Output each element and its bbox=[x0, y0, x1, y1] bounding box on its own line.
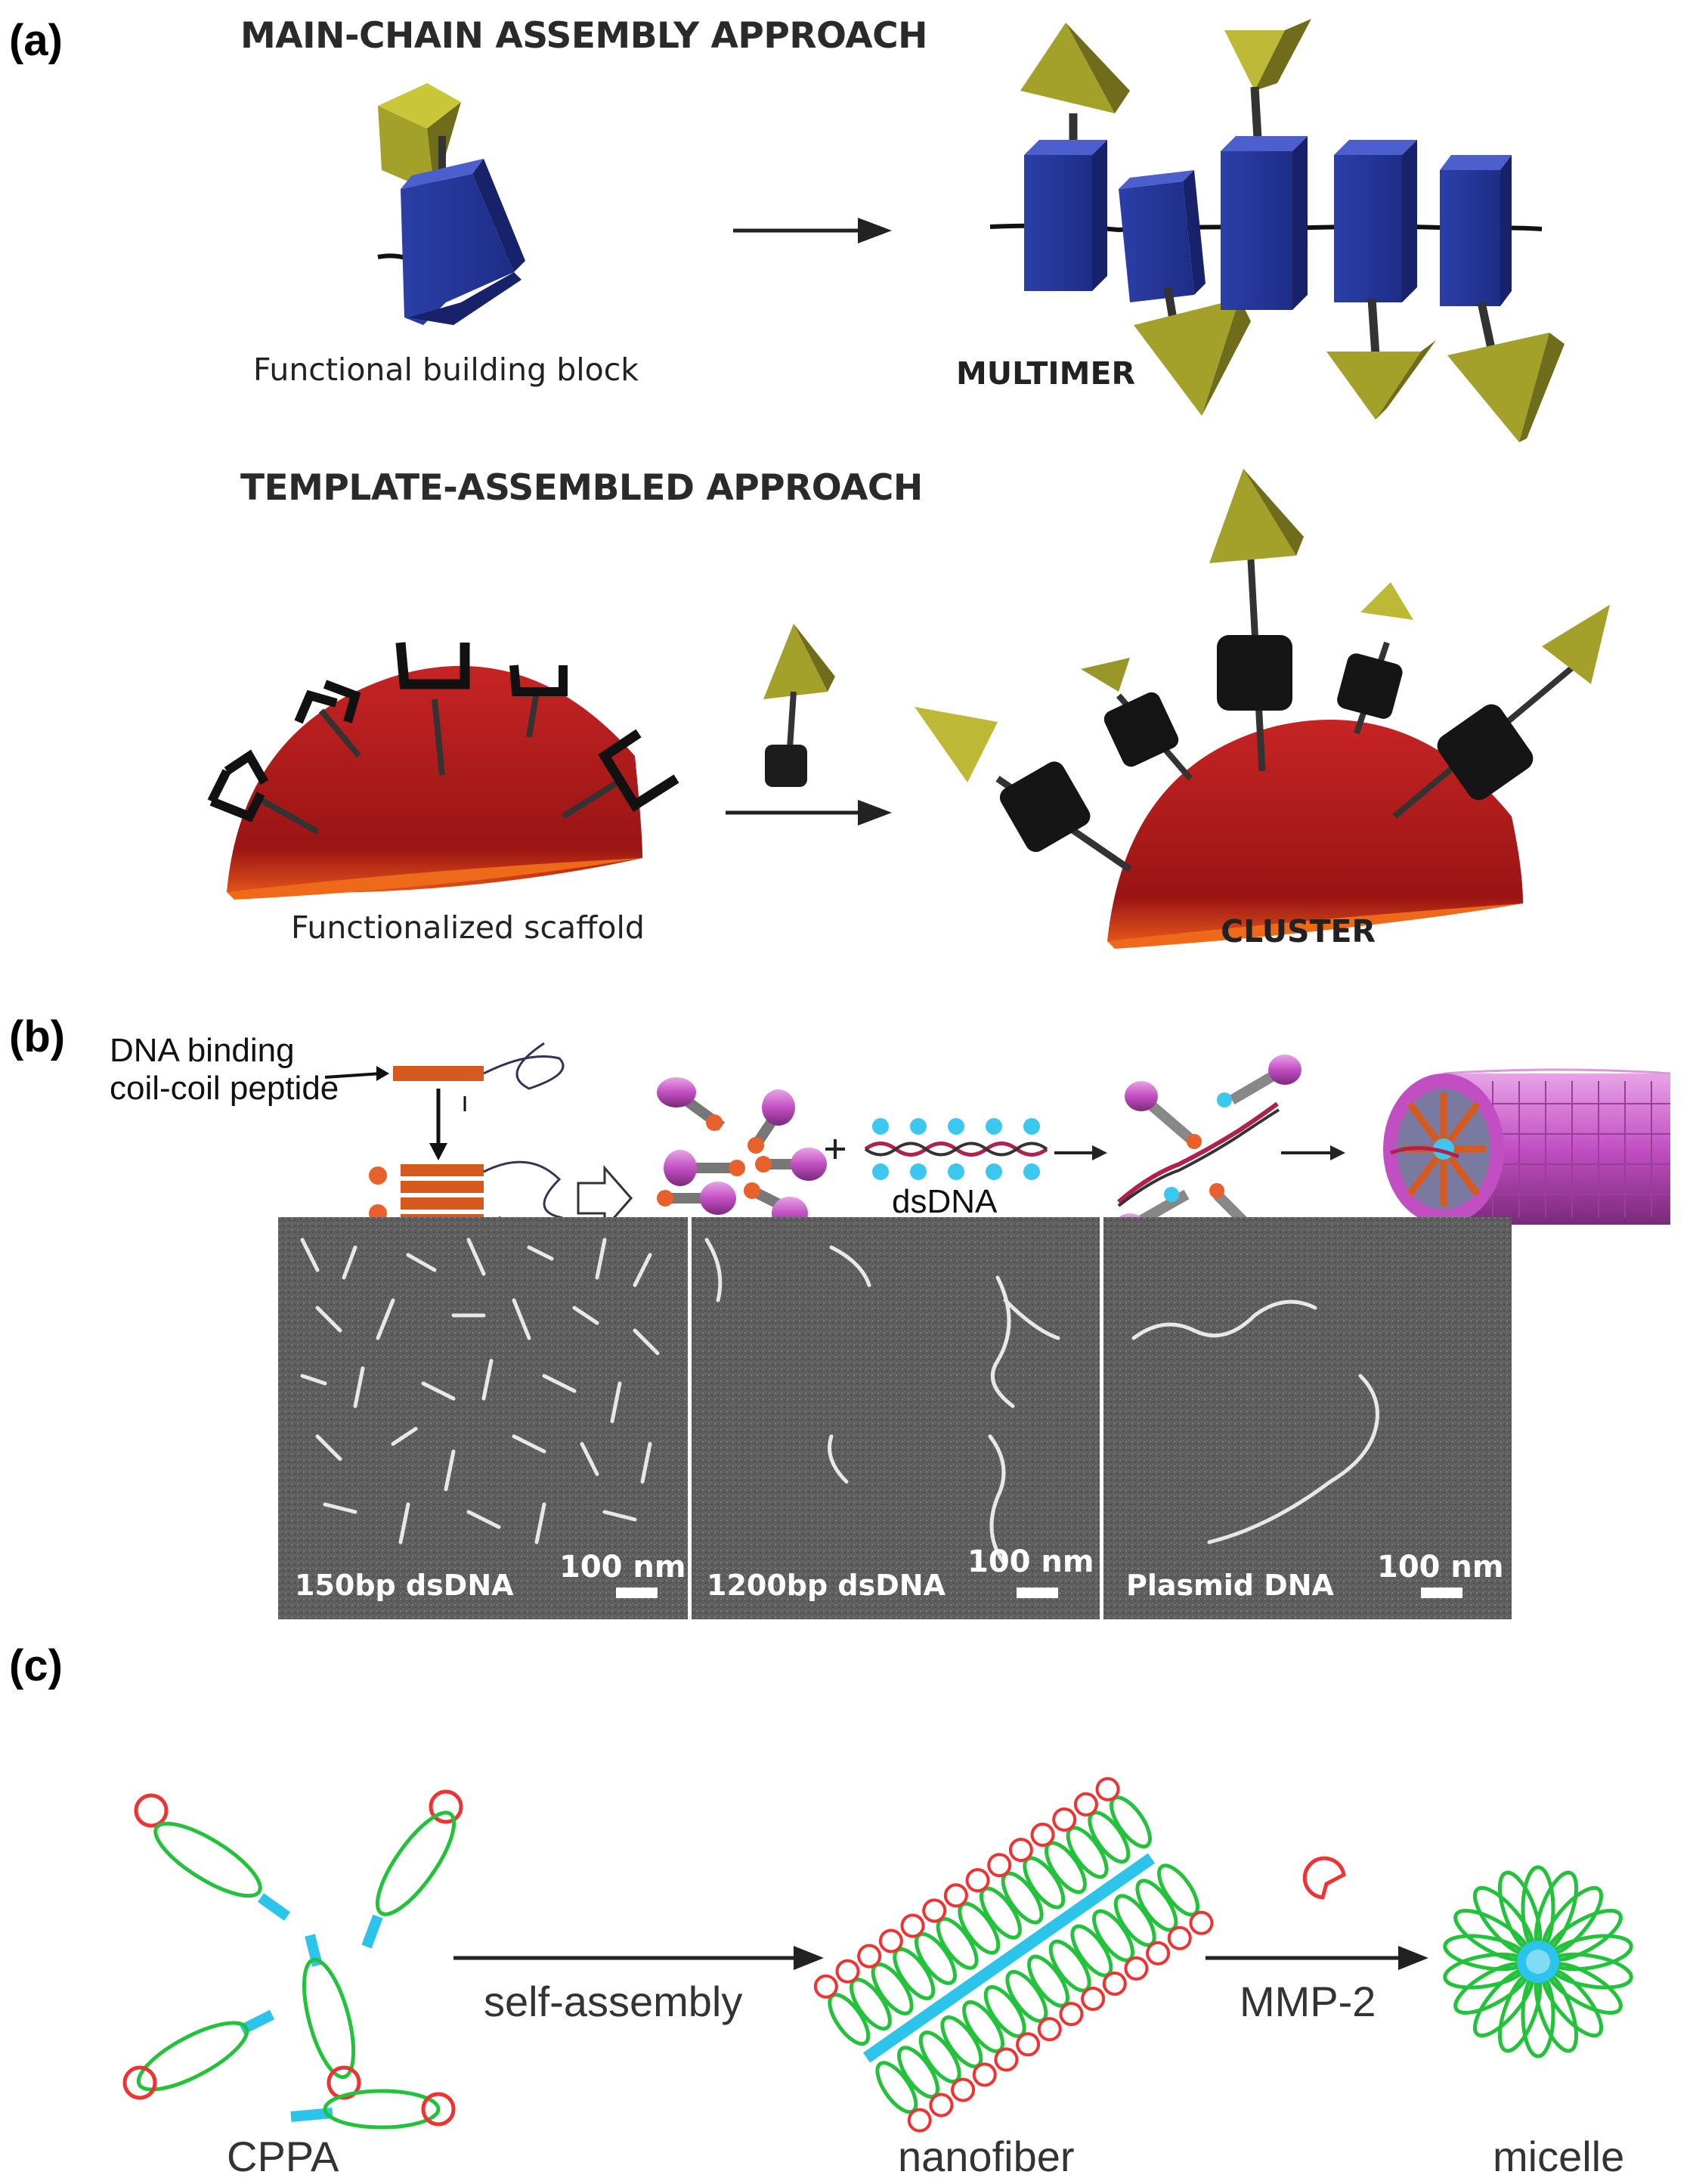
arrow-b1 bbox=[1054, 1145, 1107, 1160]
nanotube bbox=[1383, 1068, 1671, 1225]
caption-cluster: CLUSTER bbox=[1221, 913, 1376, 949]
peptide-label-line1: DNA binding bbox=[110, 1032, 295, 1069]
peptide-label-line2: coil-coil peptide bbox=[110, 1070, 339, 1107]
heading-main-chain: MAIN-CHAIN ASSEMBLY APPROACH bbox=[240, 15, 927, 57]
tem-label-3: Plasmid DNA bbox=[1126, 1569, 1334, 1602]
building-block bbox=[377, 83, 525, 325]
cppa-label: CPPA bbox=[227, 2133, 339, 2180]
multimer bbox=[989, 19, 1565, 442]
panel-label-c: (c) bbox=[9, 1641, 63, 1690]
dsdna-label: dsDNA bbox=[892, 1183, 998, 1220]
tem-image-1 bbox=[278, 1217, 688, 1619]
tem-label-2: 1200bp dsDNA bbox=[707, 1569, 946, 1602]
caption-scaffold: Functionalized scaffold bbox=[291, 909, 645, 946]
panel-label-b: (b) bbox=[9, 1012, 66, 1061]
mmp2-label: MMP-2 bbox=[1240, 1978, 1376, 2025]
micelle bbox=[1443, 1865, 1633, 2059]
arrow-b2 bbox=[1281, 1145, 1345, 1160]
arrow-c2 bbox=[1206, 1946, 1428, 1970]
panel-label-a: (a) bbox=[9, 16, 63, 65]
arrow-a2 bbox=[726, 800, 892, 826]
scale-bar-2 bbox=[1017, 1588, 1058, 1598]
caption-building-block: Functional building block bbox=[253, 352, 639, 388]
scale-bar-1 bbox=[616, 1588, 658, 1598]
caption-multimer: MULTIMER bbox=[956, 355, 1136, 392]
nanofiber-label: nanofiber bbox=[898, 2133, 1075, 2180]
cluster bbox=[915, 469, 1610, 949]
self-assembly-label: self-assembly bbox=[484, 1978, 743, 2025]
tem-scale-1: 100 nm bbox=[559, 1550, 686, 1585]
plus-sign bbox=[825, 1139, 845, 1159]
tem-image-2 bbox=[692, 1217, 1100, 1619]
tem-scale-2: 100 nm bbox=[967, 1544, 1094, 1579]
nanofiber bbox=[813, 1777, 1214, 2133]
free-ligand bbox=[763, 624, 835, 787]
tem-image-3 bbox=[1103, 1217, 1512, 1619]
micelle-label: micelle bbox=[1493, 2133, 1625, 2180]
cppa-molecules bbox=[122, 1789, 463, 2130]
arrow-a1 bbox=[733, 218, 892, 243]
arrow-c1 bbox=[453, 1946, 824, 1970]
peptide-label: DNA binding coil-coil peptide bbox=[110, 1032, 339, 1107]
ligand-pins bbox=[657, 1077, 827, 1230]
dsdna-strand bbox=[864, 1118, 1048, 1180]
scaffold bbox=[207, 642, 679, 900]
tem-label-1: 150bp dsDNA bbox=[295, 1569, 514, 1602]
tem-scale-3: 100 nm bbox=[1377, 1550, 1504, 1585]
heading-template: TEMPLATE-ASSEMBLED APPROACH bbox=[240, 467, 923, 509]
peptide-schematic bbox=[324, 1042, 633, 1231]
scale-bar-3 bbox=[1421, 1588, 1462, 1598]
mmp2-enzyme-icon bbox=[1302, 1856, 1346, 1900]
